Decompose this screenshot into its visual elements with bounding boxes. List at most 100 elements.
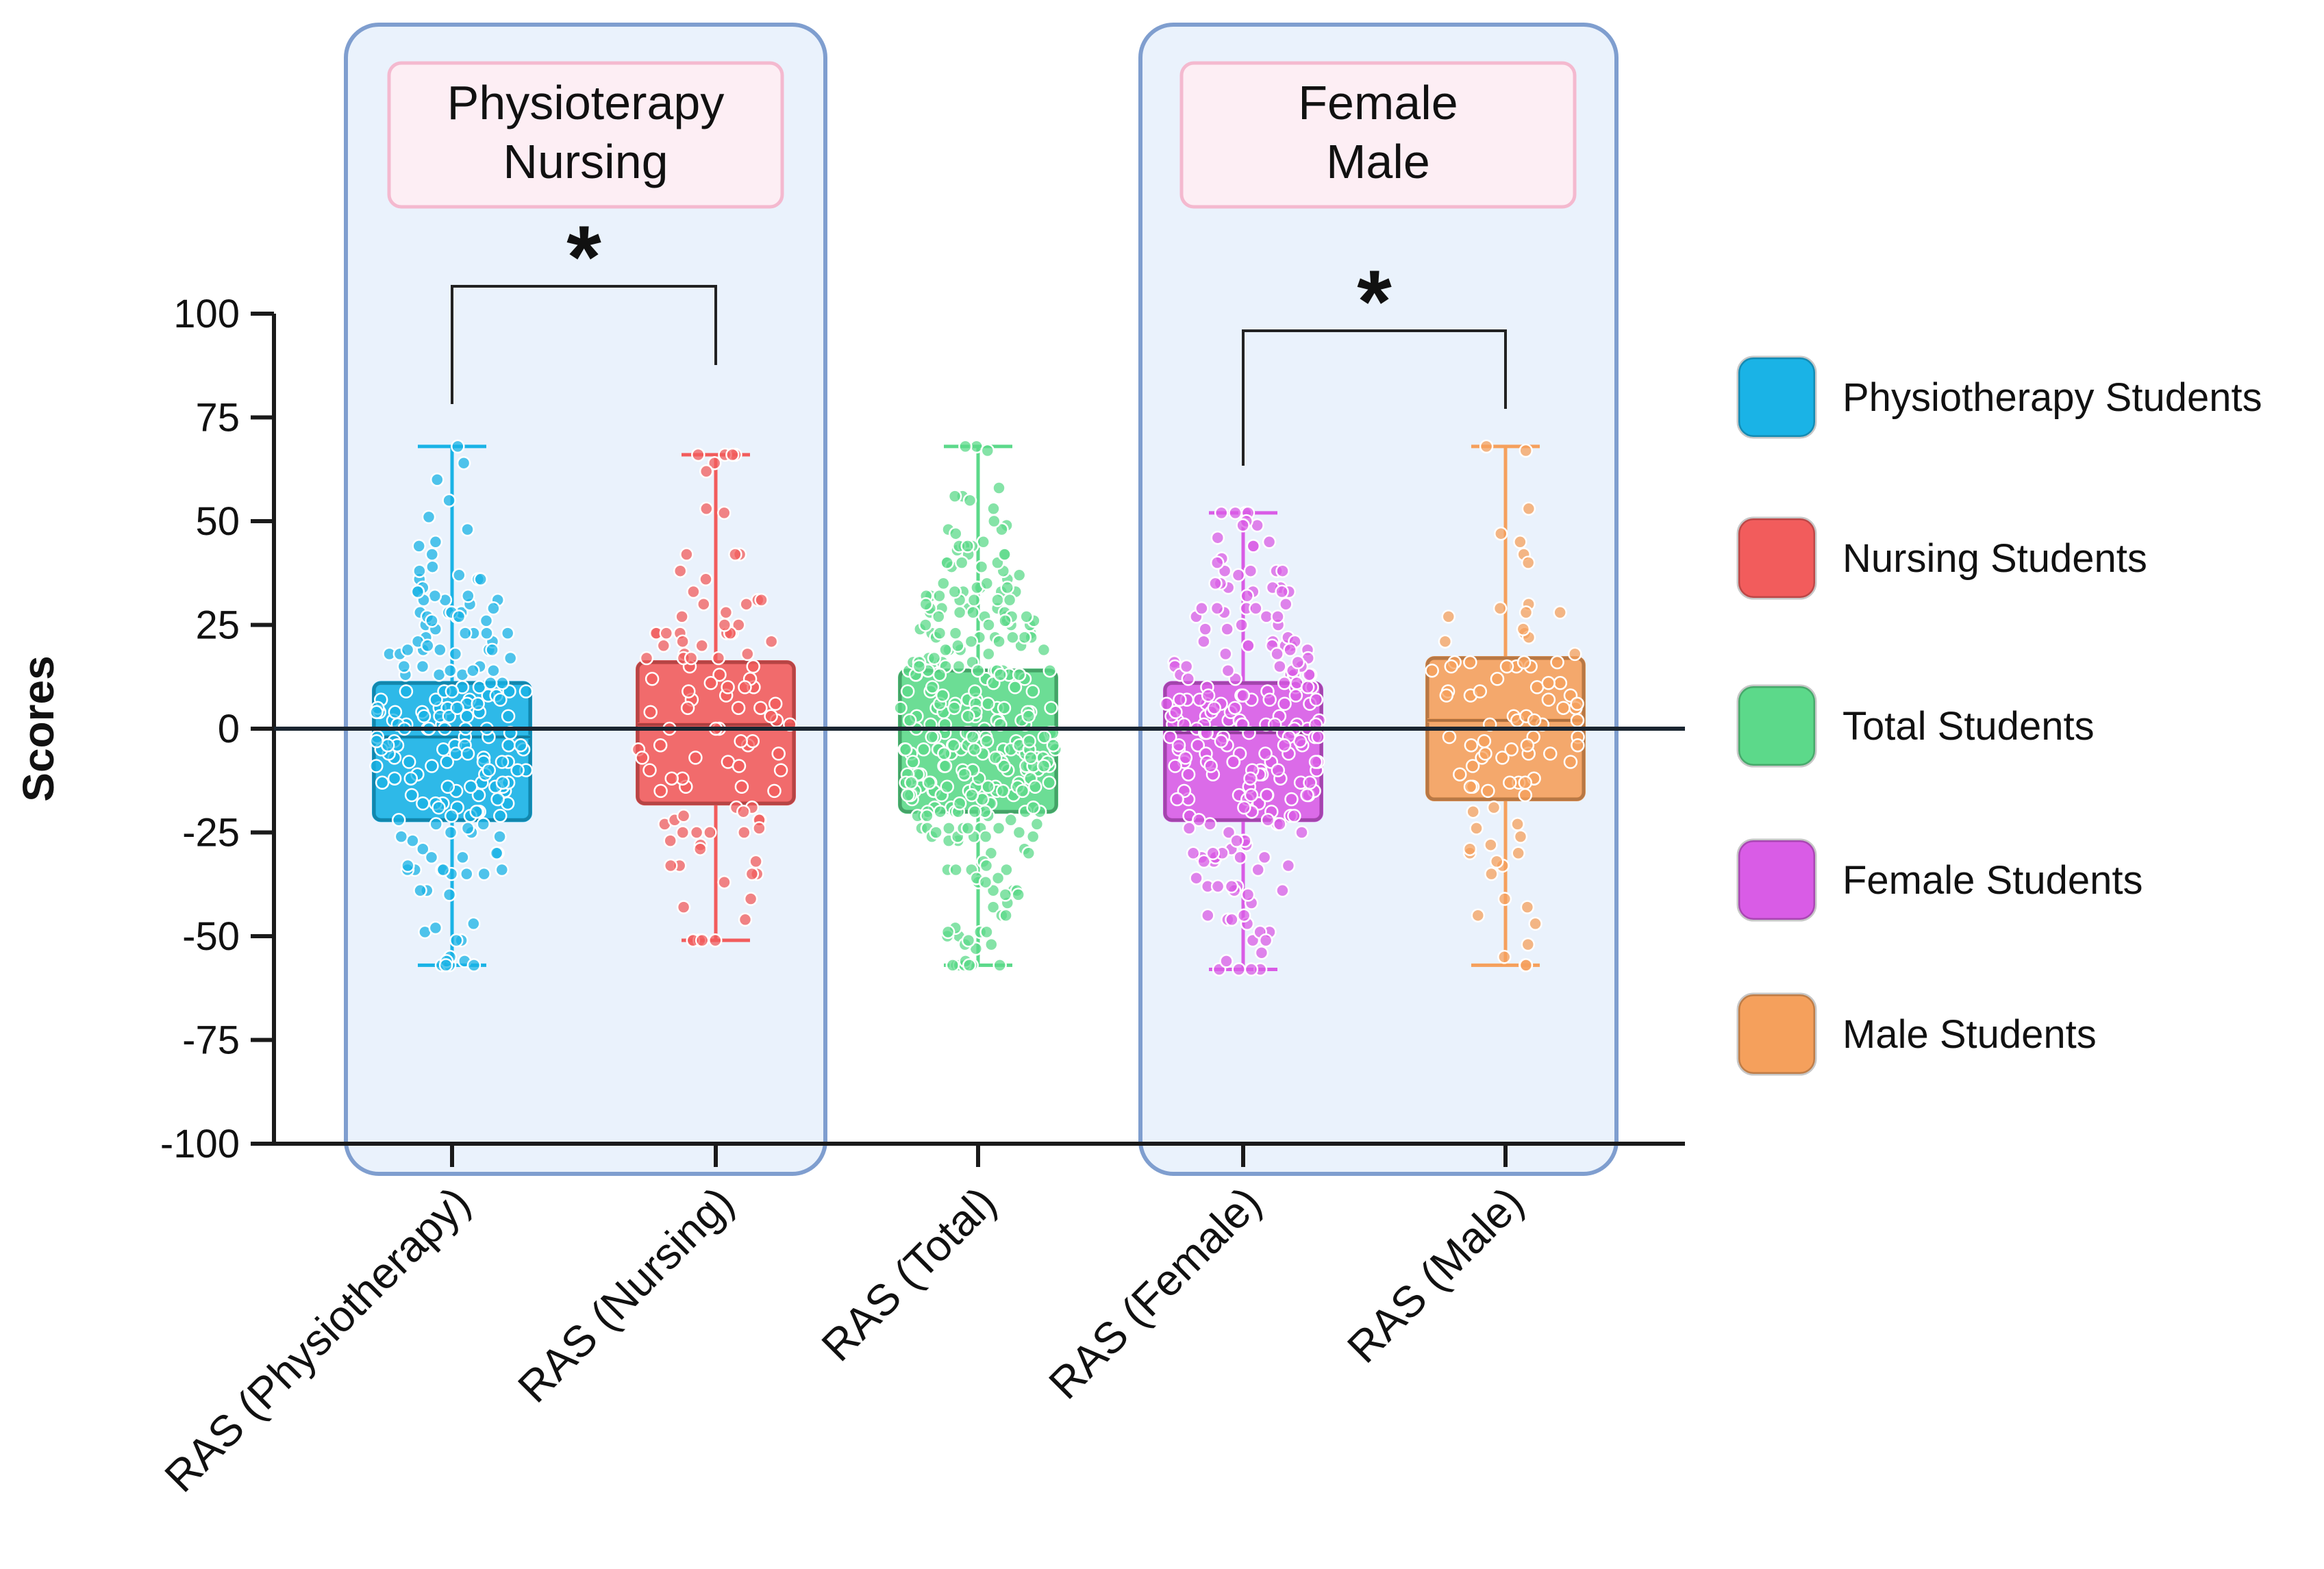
data-point: [1439, 688, 1454, 703]
data-point: [1173, 692, 1187, 707]
data-point: [493, 809, 508, 823]
data-point: [693, 842, 708, 856]
data-point: [768, 696, 783, 711]
data-point: [1471, 908, 1486, 922]
data-point: [940, 555, 954, 570]
data-point: [1520, 738, 1535, 753]
data-point: [1012, 825, 1027, 840]
data-point: [485, 642, 499, 657]
data-point: [1495, 751, 1510, 765]
data-point: [901, 788, 915, 803]
legend-swatch: [1736, 516, 1817, 600]
y-axis-label: Scores: [14, 655, 63, 801]
data-point: [1026, 800, 1040, 815]
data-point: [699, 572, 713, 587]
data-point: [436, 742, 451, 757]
data-point: [1277, 738, 1292, 753]
data-point: [964, 788, 979, 803]
data-point: [1516, 655, 1532, 670]
data-point: [1270, 647, 1284, 662]
data-point: [962, 493, 977, 507]
data-point: [1520, 900, 1535, 914]
data-point: [676, 809, 691, 823]
data-point: [1190, 738, 1205, 753]
data-point: [679, 547, 694, 562]
box-plot-2: [631, 447, 797, 948]
data-point: [979, 733, 995, 749]
data-point: [663, 858, 678, 873]
data-point: [1481, 783, 1495, 799]
data-point: [1442, 729, 1457, 744]
data-point: [995, 783, 1010, 799]
data-point: [935, 688, 950, 703]
data-point: [1484, 866, 1499, 881]
data-points: [1159, 505, 1327, 977]
data-point: [1240, 588, 1254, 603]
data-point: [998, 614, 1012, 628]
data-point: [1244, 788, 1259, 803]
data-point: [999, 862, 1014, 877]
data-point: [945, 958, 960, 972]
data-point: [965, 729, 980, 744]
data-point: [680, 701, 695, 715]
data-point: [479, 614, 494, 628]
x-tick-label: RAS (Total): [812, 1177, 1005, 1370]
data-point: [1233, 850, 1247, 865]
data-point: [745, 733, 760, 749]
data-point: [1262, 692, 1277, 707]
data-point: [1011, 888, 1025, 902]
data-point: [691, 447, 705, 462]
data-point: [1519, 443, 1533, 458]
data-point: [375, 775, 390, 790]
data-point: [929, 825, 943, 840]
data-point: [394, 829, 409, 844]
data-point: [919, 597, 934, 612]
data-point: [1210, 601, 1225, 616]
data-point: [513, 738, 528, 753]
data-point: [490, 792, 505, 807]
data-point: [493, 692, 508, 707]
data-point: [738, 680, 752, 694]
data-point: [686, 584, 701, 599]
data-point: [483, 676, 498, 690]
data-point: [764, 634, 779, 649]
data-point: [1029, 817, 1045, 831]
data-point: [460, 746, 475, 761]
data-point: [1503, 775, 1517, 790]
data-point: [689, 825, 704, 840]
box-outline: [1163, 681, 1323, 822]
data-point: [1258, 746, 1273, 761]
data-point: [1243, 564, 1258, 578]
y-tick-label: 100: [173, 292, 240, 336]
data-point: [1277, 696, 1292, 711]
data-point: [1008, 680, 1023, 694]
data-point: [500, 626, 515, 640]
data-point: [1464, 738, 1479, 753]
data-point: [1521, 501, 1536, 516]
data-point: [773, 763, 788, 777]
data-point: [951, 659, 966, 674]
data-point: [958, 439, 973, 454]
data-point: [695, 638, 709, 653]
data-point: [405, 833, 420, 848]
data-point: [695, 933, 710, 948]
data-point: [1281, 858, 1296, 873]
data-point: [997, 759, 1011, 773]
data-point: [990, 592, 1005, 607]
data-point: [424, 850, 439, 865]
data-point: [1251, 862, 1265, 877]
data-point: [964, 634, 979, 649]
data-point: [1262, 535, 1277, 549]
data-point: [403, 771, 418, 786]
data-point: [428, 920, 443, 936]
data-point: [932, 610, 946, 624]
comparison-panel: [1138, 23, 1619, 1176]
data-point: [1257, 850, 1272, 865]
data-point: [734, 779, 749, 794]
data-point: [1295, 825, 1309, 840]
data-point: [1528, 916, 1542, 931]
data-point: [982, 647, 996, 662]
data-point: [1259, 610, 1274, 624]
data-point: [675, 825, 690, 840]
data-point: [1219, 647, 1233, 662]
